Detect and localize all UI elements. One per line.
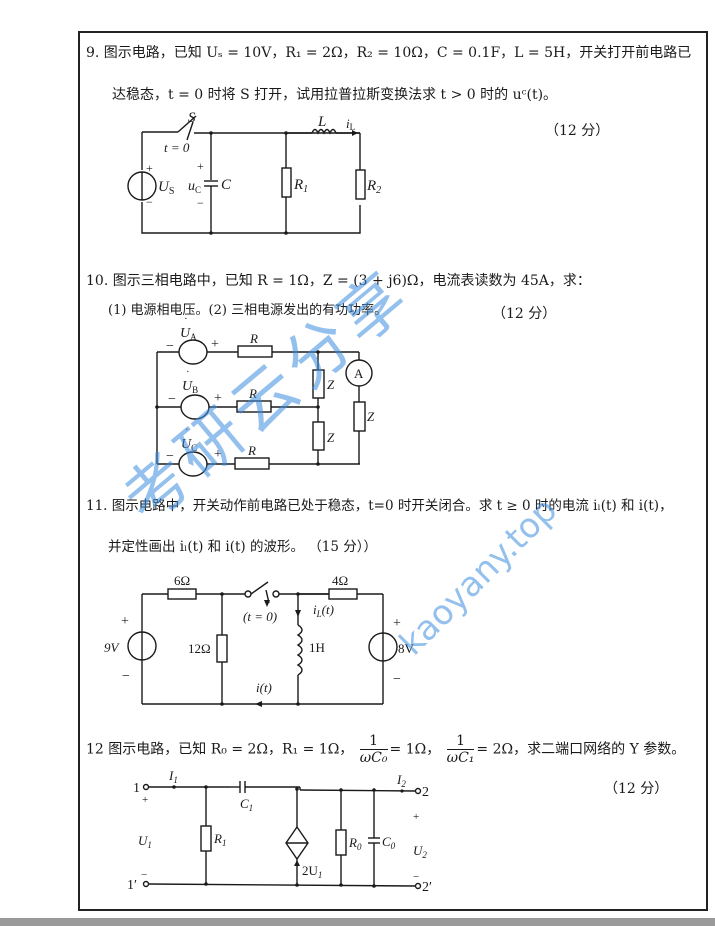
q11-r4-label: 4Ω [332,573,348,588]
q10-line2: (1) 电源相电压。(2) 三相电源发出的有功功率。 [108,303,388,318]
q9-uc-label: uC [188,179,201,195]
q10-z2-label: Z [327,430,335,445]
page-frame [78,31,708,911]
q10-rc-label: R [247,443,256,458]
q9-ind-label: L [317,114,326,130]
q10-ua-dot: · [184,313,188,325]
q12-port1-label: 1 [133,781,140,796]
q10-a-plus: + [211,337,219,352]
q9-cap-label: C [221,177,232,193]
q12-frac2-rhs: = 2Ω，求二端口网络的 Y 参数。 [476,741,686,758]
q11-v9-label: 9V [104,640,121,655]
q9-r2-label: R2 [366,178,381,196]
q12-port2p-label: 2′ [422,880,432,895]
q12-dep-source-label: 2U1 [302,863,322,880]
q10-ra-label: R [249,331,258,346]
q9-t0-label: t = 0 [164,140,190,155]
q12-u2-plus: + [413,811,419,823]
q11-switch-label: (t = 0) [243,609,277,624]
q12-frac1-rhs: = 1Ω， [389,741,441,758]
q12-u2-label: U2 [413,843,427,860]
q12-u1-minus: − [141,869,147,881]
q10-ua-label: UA [180,326,197,342]
q12-c0-label: C0 [382,834,396,851]
q10-ub-label: UB [182,379,198,395]
q9-switch-label: S [188,110,196,126]
q9-uc-plus: + [197,159,204,173]
q12-frac1: 1 ωC₀ [359,733,388,766]
q9-points: （12 分） [545,123,610,139]
q9-source-label: US [158,179,174,197]
q9-source-minus: − [146,195,153,209]
q12-i2-label: I2 [396,772,406,789]
q9-uc-minus: − [197,196,204,210]
q10-points: （12 分） [492,306,557,322]
q10-b-minus: − [168,392,176,407]
q11-v8-label: 8V [398,641,415,656]
q11-r6-label: 6Ω [174,573,190,588]
q11-line2: 并定性画出 iₗ(t) 和 i(t) 的波形。 （15 分）） [108,539,378,555]
q12-i1-label: I1 [168,768,178,785]
q10-a-minus: − [166,339,174,354]
q12-points: （12 分） [604,781,669,797]
q11-i-label: i(t) [256,680,272,695]
q12-port2-label: 2 [422,785,429,800]
q11-r12-label: 12Ω [188,641,211,656]
q10-uc-label: UC [181,437,197,453]
q10-z1-label: Z [327,377,335,392]
q10-ammeter-label: A [354,366,364,381]
q11-il-label: iL(t) [313,602,334,619]
q10-b-plus: + [214,391,222,406]
q9-line2: 达稳态，t = 0 时将 S 打开，试用拉普拉斯变换法求 t > 0 时的 uᶜ… [112,87,558,103]
q10-rb-label: R [248,386,257,401]
q11-9v-minus: − [122,669,130,684]
q11-8v-plus: + [393,616,401,631]
q12-r1-label: R1 [213,831,226,848]
q9-r1-label: R1 [293,177,308,195]
q12-u2-minus: − [413,871,419,883]
q10-c-minus: − [166,449,174,464]
q10-ub-dot: · [186,366,190,378]
q10-line1: 10. 图示三相电路中，已知 R = 1Ω，Z = (3 + j6)Ω，电流表读… [86,273,591,289]
q11-9v-plus: + [121,614,129,629]
q10-uc-dot: · [185,424,189,436]
q11-ind-label: 1H [309,640,325,655]
q12-u1-plus: + [142,794,148,806]
q12-prefix: 12 图示电路，已知 R₀ = 2Ω，R₁ = 1Ω， [86,741,354,758]
q9-line1: 9. 图示电路，已知 Uₛ = 10V，R₁ = 2Ω，R₂ = 10Ω，C =… [86,45,692,61]
q12-line: 12 图示电路，已知 R₀ = 2Ω，R₁ = 1Ω， 1 ωC₀ = 1Ω， … [86,733,685,766]
q12-port1p-label: 1′ [127,878,137,893]
q10-z3-label: Z [367,409,375,424]
q10-c-plus: + [214,447,222,462]
q12-frac2: 1 ωC₁ [446,733,475,766]
q11-line1: 11. 图示电路中，开关动作前电路已处于稳态，t=0 时开关闭合。求 t ≥ 0… [86,498,673,514]
bottom-scan-edge [0,918,715,926]
q9-source-plus: + [146,161,153,175]
q11-8v-minus: − [393,672,401,687]
q12-c1-label: C1 [240,796,253,813]
q12-r0-label: R0 [348,835,362,852]
q9-il-label: iL [346,116,355,132]
q12-u1-label: U1 [138,833,152,850]
